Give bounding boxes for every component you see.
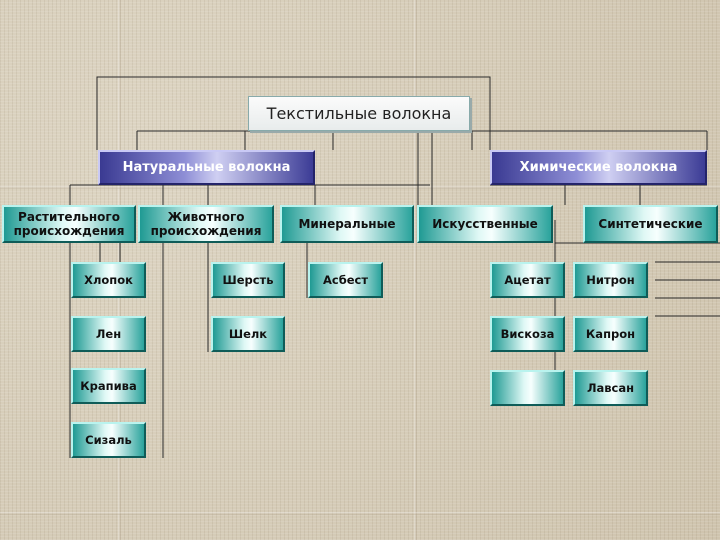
item-animal: Шелк <box>211 316 285 352</box>
subcategory-artificial: Искусственные <box>417 205 553 243</box>
diagram-title: Текстильные волокна <box>248 96 470 131</box>
category-chemical: Химические волокна <box>490 150 707 185</box>
subcategory-mineral: Минеральные <box>280 205 414 243</box>
item-animal: Шерсть <box>211 262 285 298</box>
subcategory-animal: Животного происхождения <box>138 205 274 243</box>
item-plant: Сизаль <box>71 422 146 458</box>
item-synthetic: Нитрон <box>573 262 648 298</box>
item-artificial: Вискоза <box>490 316 565 352</box>
item-synthetic: Капрон <box>573 316 648 352</box>
item-mineral: Асбест <box>308 262 383 298</box>
subcategory-synthetic: Синтетические <box>583 205 718 243</box>
subcategory-plant: Растительного происхождения <box>2 205 136 243</box>
item-artificial: Ацетат <box>490 262 565 298</box>
item-synthetic: Лавсан <box>573 370 648 406</box>
category-natural: Натуральные волокна <box>98 150 315 185</box>
item-plant: Хлопок <box>71 262 146 298</box>
item-artificial-empty <box>490 370 565 406</box>
item-plant: Крапива <box>71 368 146 404</box>
item-plant: Лен <box>71 316 146 352</box>
